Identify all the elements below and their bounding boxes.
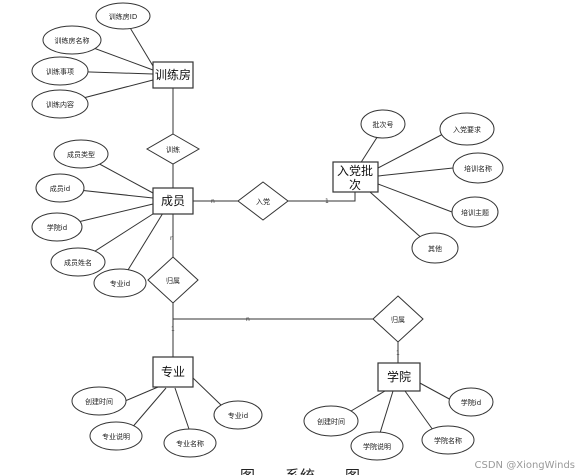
svg-text:专业说明: 专业说明 bbox=[102, 432, 130, 441]
svg-text:成员姓名: 成员姓名 bbox=[64, 258, 92, 267]
edge-batch-req bbox=[377, 132, 446, 169]
edge-batch-theme bbox=[377, 183, 453, 213]
edge-college-id bbox=[417, 381, 454, 402]
attr-major-created: 创建时间 bbox=[71, 386, 127, 416]
entity-training-room-label: 训练房 bbox=[155, 67, 191, 82]
svg-text:专业id: 专业id bbox=[110, 279, 130, 288]
entity-party-batch-line1: 入党批 bbox=[337, 163, 373, 178]
card-member-belong: n bbox=[170, 235, 174, 242]
svg-text:成员id: 成员id bbox=[50, 184, 70, 193]
card-major-to-college: n bbox=[246, 316, 250, 323]
svg-text:创建时间: 创建时间 bbox=[85, 397, 113, 406]
attr-college-created: 创建时间 bbox=[303, 405, 359, 437]
figure-caption: 图 系统 图 bbox=[240, 467, 360, 475]
relationship-belongs-major-label: 归属 bbox=[391, 315, 405, 324]
attr-major-id: 专业id bbox=[213, 400, 263, 430]
attr-batch-train-name: 培训名称 bbox=[452, 152, 504, 184]
svg-text:入党要求: 入党要求 bbox=[453, 125, 481, 134]
entity-college-label: 学院 bbox=[387, 369, 411, 384]
svg-text:训练房名称: 训练房名称 bbox=[55, 36, 90, 45]
card-member-join: n bbox=[211, 198, 215, 205]
entity-party-batch: 入党批 次 bbox=[332, 161, 379, 193]
svg-text:培训名称: 培训名称 bbox=[464, 164, 492, 173]
edge-major-desc bbox=[129, 387, 167, 431]
svg-text:其他: 其他 bbox=[428, 244, 442, 253]
relationship-belongs-major: 归属 bbox=[372, 295, 424, 343]
entity-major-label: 专业 bbox=[161, 364, 185, 379]
entity-member-label: 成员 bbox=[161, 194, 185, 208]
card-batch-join: 1 bbox=[325, 198, 329, 205]
attr-member-id: 成员id bbox=[35, 173, 85, 203]
attr-batch-req: 入党要求 bbox=[439, 112, 495, 146]
svg-text:学院id: 学院id bbox=[47, 223, 67, 232]
svg-text:创建时间: 创建时间 bbox=[317, 417, 345, 426]
edge-major-id bbox=[192, 377, 222, 406]
entity-college: 学院 bbox=[377, 362, 421, 392]
relationship-join-party-label: 入党 bbox=[256, 197, 270, 206]
attr-member-college-id: 学院id bbox=[31, 212, 83, 242]
attr-room-name: 训练房名称 bbox=[42, 25, 102, 55]
edge-college-created bbox=[350, 390, 386, 412]
attr-room-content: 训练内容 bbox=[31, 89, 89, 119]
svg-text:学院说明: 学院说明 bbox=[363, 442, 391, 451]
edge-batch-train-name bbox=[377, 167, 454, 177]
svg-text:专业名称: 专业名称 bbox=[176, 439, 204, 448]
relationship-belongs-member: 归属 bbox=[147, 256, 199, 304]
attr-batch-theme: 培训主题 bbox=[451, 196, 499, 228]
relationship-join-party: 入党 bbox=[237, 181, 289, 221]
svg-text:专业id: 专业id bbox=[228, 411, 248, 420]
attr-college-id: 学院id bbox=[448, 387, 494, 417]
svg-text:学院名称: 学院名称 bbox=[434, 436, 462, 445]
edge-batch-other bbox=[369, 191, 426, 242]
edge-college-desc bbox=[379, 390, 394, 434]
relationship-train: 训练 bbox=[145, 133, 201, 165]
edge-join-batch bbox=[288, 192, 356, 202]
attr-member-major-id: 专业id bbox=[93, 268, 147, 298]
attr-college-desc: 学院说明 bbox=[350, 431, 404, 461]
entity-party-batch-line2: 次 bbox=[349, 178, 361, 192]
attr-member-name: 成员姓名 bbox=[50, 247, 106, 277]
attr-room-id: 训练房ID bbox=[95, 2, 151, 30]
card-college-belong: 1 bbox=[396, 350, 400, 357]
attr-major-desc: 专业说明 bbox=[89, 421, 143, 451]
svg-text:训练事项: 训练事项 bbox=[46, 67, 74, 76]
edge-college-name bbox=[404, 390, 434, 431]
attr-room-item: 训练事项 bbox=[31, 56, 89, 86]
card-major-belong: 1 bbox=[171, 326, 175, 333]
attr-batch-no: 批次号 bbox=[360, 109, 406, 139]
entity-training-room: 训练房 bbox=[152, 61, 194, 89]
relationship-train-label: 训练 bbox=[166, 145, 180, 154]
attr-member-type: 成员类型 bbox=[53, 139, 109, 169]
svg-text:训练房ID: 训练房ID bbox=[109, 12, 137, 21]
watermark: CSDN @XiongWinds bbox=[475, 460, 575, 471]
attr-batch-other: 其他 bbox=[411, 232, 459, 264]
svg-text:培训主题: 培训主题 bbox=[461, 208, 489, 217]
edge-major-name bbox=[174, 387, 191, 433]
edge-major-created bbox=[124, 386, 159, 402]
attr-major-name: 专业名称 bbox=[163, 428, 217, 458]
svg-text:训练内容: 训练内容 bbox=[46, 100, 74, 109]
svg-text:学院id: 学院id bbox=[461, 398, 481, 407]
attr-college-name: 学院名称 bbox=[421, 425, 475, 455]
entity-major: 专业 bbox=[152, 356, 194, 388]
svg-text:批次号: 批次号 bbox=[373, 120, 394, 129]
svg-text:成员类型: 成员类型 bbox=[67, 150, 95, 159]
entity-member: 成员 bbox=[152, 187, 194, 215]
relationship-belongs-member-label: 归属 bbox=[166, 276, 180, 285]
